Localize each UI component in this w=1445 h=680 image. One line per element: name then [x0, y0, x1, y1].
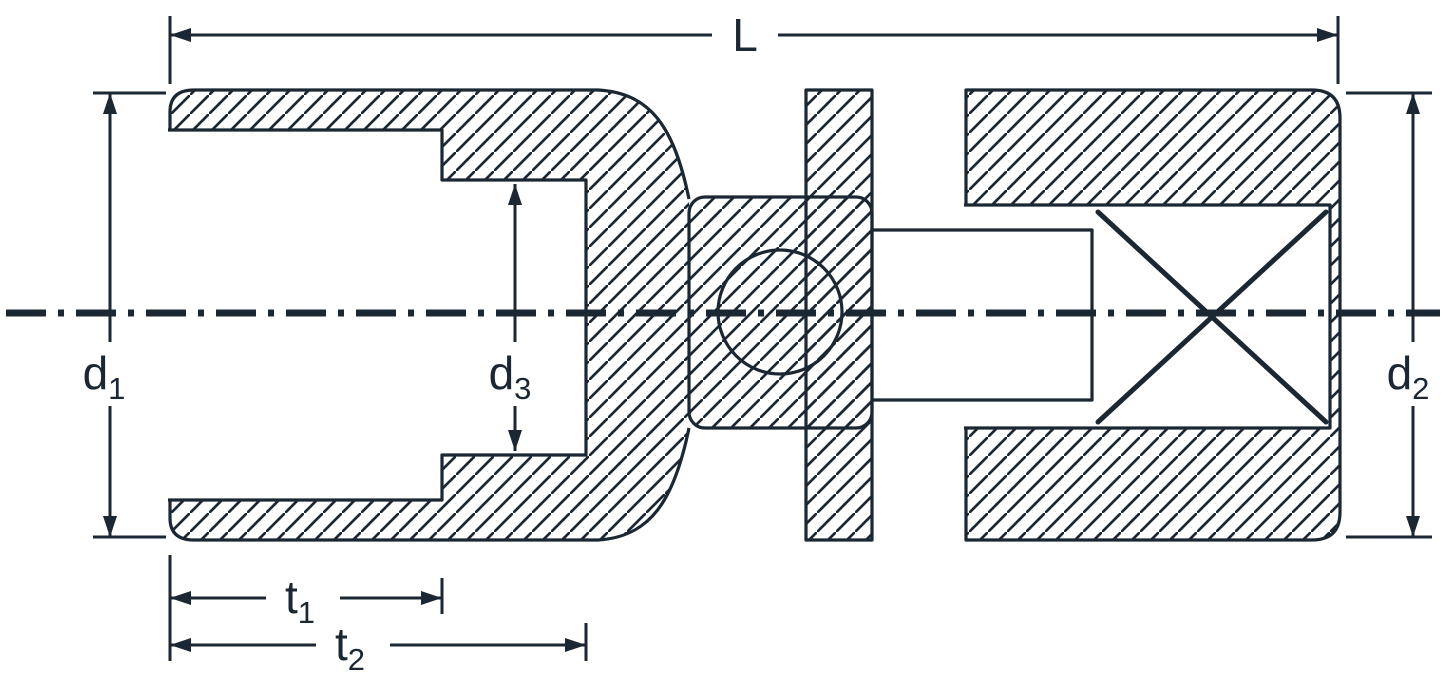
drive-square-x [1095, 209, 1329, 425]
socket-outline-top [168, 88, 691, 200]
dimension-d1: d1 [83, 91, 166, 539]
socket-outline-bottom [168, 427, 691, 542]
dimension-label-d3: d3 [489, 347, 532, 406]
drive-bore-outline [964, 203, 1332, 430]
dimension-t2: t2 [170, 618, 588, 677]
dimension-label-t2: t2 [335, 618, 365, 677]
dimension-label-d1: d1 [83, 347, 126, 406]
socket-bore-outline [168, 128, 588, 502]
dimension-label-t1: t1 [285, 571, 315, 630]
dimension-L: L [168, 9, 1340, 84]
x-mark-line-2 [1095, 209, 1329, 425]
dimension-d3: d3 [489, 184, 532, 451]
dimension-label-d2: d2 [1387, 347, 1430, 406]
dimension-d2: d2 [1346, 91, 1432, 539]
joint-pin [874, 230, 1092, 400]
dimension-label-L: L [732, 9, 758, 61]
